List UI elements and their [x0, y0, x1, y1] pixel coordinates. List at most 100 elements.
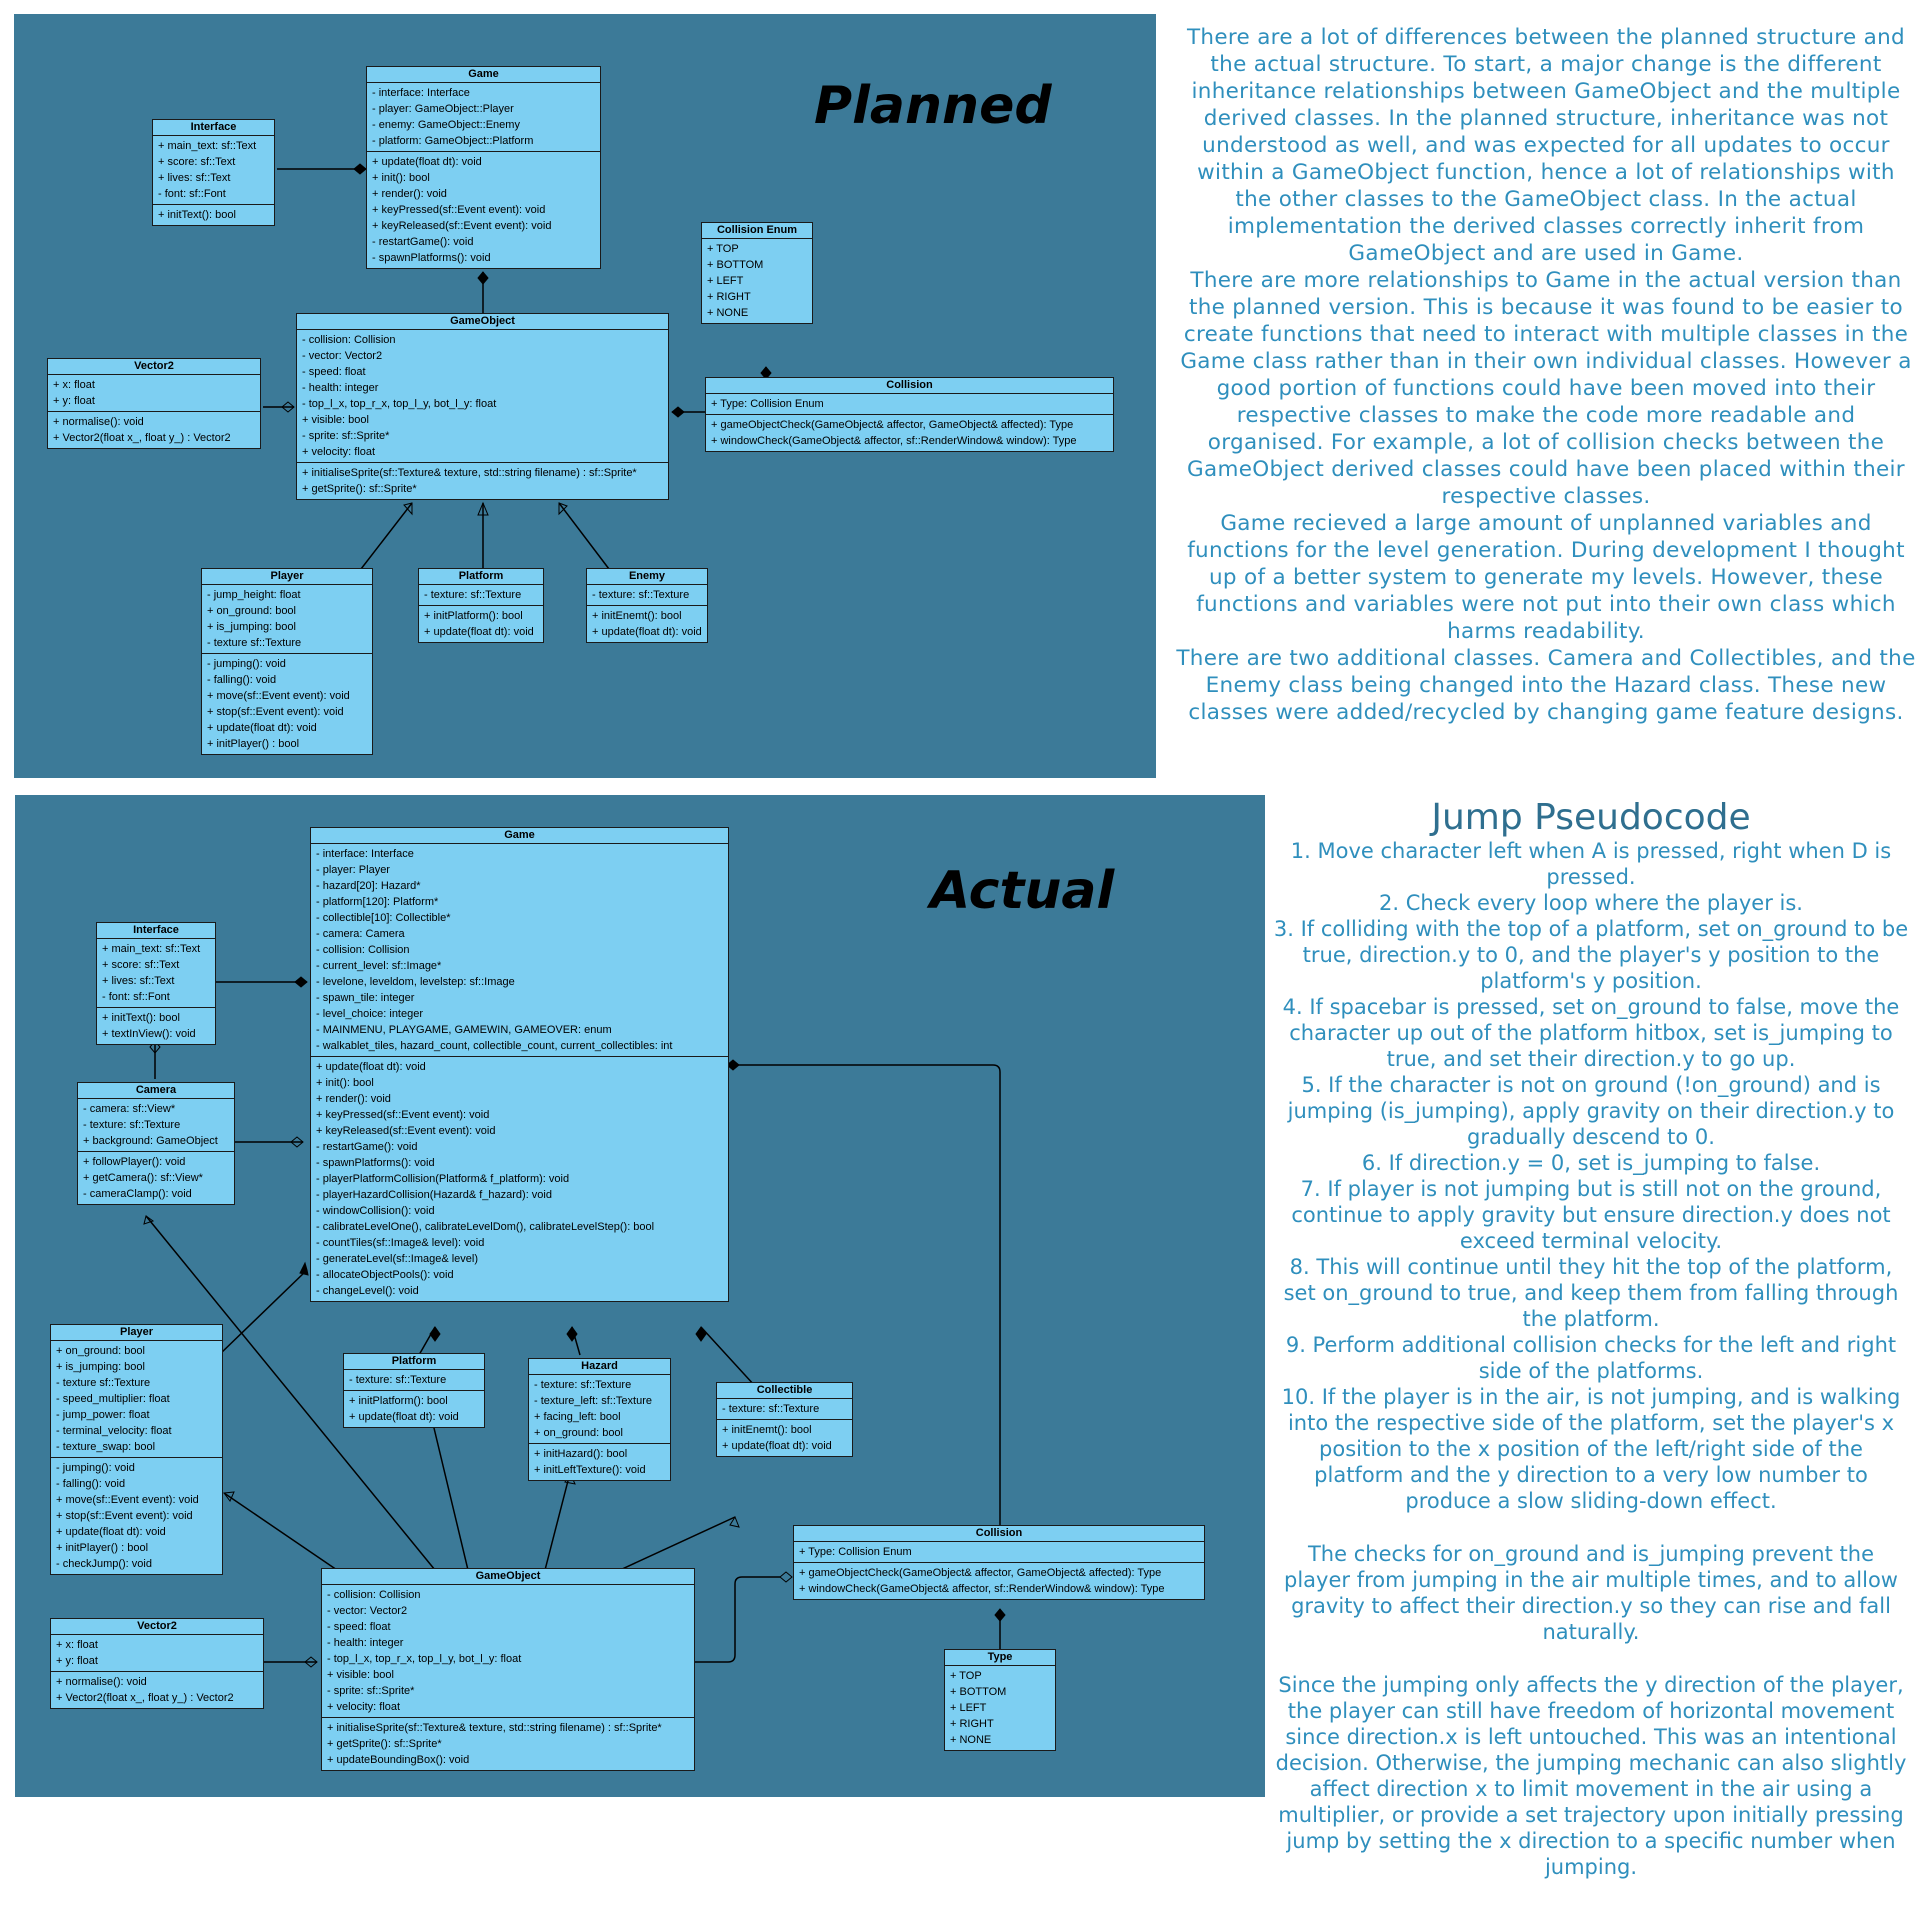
- class-operation: + initEnemt(): bool: [722, 1424, 812, 1436]
- class-attribute: + lives: sf::Text: [102, 975, 175, 987]
- class-attributes: + TOP+ BOTTOM+ LEFT+ RIGHT+ NONE: [945, 1666, 1055, 1750]
- actual-interface-class: Interface+ main_text: sf::Text+ score: s…: [96, 922, 216, 1045]
- class-operation: + update(float dt): void: [56, 1526, 166, 1538]
- class-attributes: - interface: Interface- player: Player- …: [311, 844, 728, 1056]
- class-attributes: + x: float+ y: float: [51, 1635, 263, 1671]
- jump-step: 3. If colliding with the top of a platfo…: [1273, 916, 1909, 993]
- class-attribute: - interface: Interface: [316, 848, 414, 860]
- class-operation: + update(float dt): void: [207, 722, 317, 734]
- class-attribute: - texture: sf::Texture: [592, 589, 690, 601]
- planned-vector2-class: Vector2+ x: float+ y: float+ normalise()…: [47, 358, 261, 449]
- class-title: Interface: [153, 120, 274, 136]
- class-title: Collision: [794, 1526, 1204, 1542]
- class-operation: - playerPlatformCollision(Platform& f_pl…: [316, 1173, 570, 1185]
- class-attribute: + visible: bool: [302, 414, 369, 426]
- class-attribute: - walkablet_tiles, hazard_count, collect…: [316, 1040, 673, 1052]
- class-attributes: - jump_height: float+ on_ground: bool+ i…: [202, 585, 372, 653]
- class-operation: - spawnPlatforms(): void: [316, 1157, 435, 1169]
- class-title: GameObject: [297, 314, 668, 330]
- class-operation: - falling(): void: [56, 1478, 126, 1490]
- jump-step: 6. If direction.y = 0, set is_jumping to…: [1361, 1150, 1821, 1175]
- class-attribute: + on_ground: bool: [207, 605, 296, 617]
- class-attributes: + on_ground: bool+ is_jumping: bool- tex…: [51, 1341, 222, 1457]
- class-attribute: - vector: Vector2: [302, 350, 383, 362]
- class-title: Game: [311, 828, 728, 844]
- class-operation: + getSprite(): sf::Sprite*: [302, 483, 417, 495]
- class-operation: + initPlatform(): bool: [349, 1395, 448, 1407]
- spacer: [1272, 1514, 1910, 1541]
- class-attribute: - collision: Collision: [316, 944, 410, 956]
- class-operation: + getSprite(): sf::Sprite*: [327, 1738, 442, 1750]
- class-attribute: - player: GameObject::Player: [372, 103, 514, 115]
- class-operation: + update(float dt): void: [722, 1440, 832, 1452]
- class-attribute: - texture_left: sf::Texture: [534, 1395, 652, 1407]
- class-attributes: + TOP+ BOTTOM+ LEFT+ RIGHT+ NONE: [702, 239, 812, 323]
- planned-collision-enum-class: Collision Enum+ TOP+ BOTTOM+ LEFT+ RIGHT…: [701, 222, 813, 324]
- class-operation: + gameObjectCheck(GameObject& affector, …: [711, 419, 1074, 431]
- actual-heading: Actual: [930, 861, 1115, 921]
- class-attribute: - speed_multiplier: float: [56, 1393, 170, 1405]
- class-attribute: - camera: sf::View*: [83, 1103, 176, 1115]
- class-title: Enemy: [587, 569, 707, 585]
- class-operations: + initPlatform(): bool+ update(float dt)…: [344, 1390, 484, 1427]
- class-title: Interface: [97, 923, 215, 939]
- class-attribute: + NONE: [950, 1734, 992, 1746]
- class-operation: + windowCheck(GameObject& affector, sf::…: [711, 435, 1077, 447]
- class-attribute: - texture sf::Texture: [56, 1377, 151, 1389]
- class-title: Platform: [344, 1354, 484, 1370]
- class-attributes: - camera: sf::View*- texture: sf::Textur…: [78, 1099, 234, 1151]
- class-operation: + windowCheck(GameObject& affector, sf::…: [799, 1583, 1165, 1595]
- class-operations: + initText(): bool: [153, 204, 274, 225]
- class-attributes: - texture: sf::Texture- texture_left: sf…: [529, 1375, 670, 1443]
- actual-camera-class: Camera- camera: sf::View*- texture: sf::…: [77, 1082, 235, 1205]
- class-operation: + gameObjectCheck(GameObject& affector, …: [799, 1567, 1162, 1579]
- class-operation: + Vector2(float x_, float y_) : Vector2: [56, 1692, 234, 1704]
- planned-gameobject-class: GameObject- collision: Collision- vector…: [296, 313, 669, 500]
- class-attribute: + x: float: [53, 379, 95, 391]
- class-operation: + update(float dt): void: [372, 156, 482, 168]
- actual-hazard-class: Hazard- texture: sf::Texture- texture_le…: [528, 1358, 671, 1481]
- class-attribute: + BOTTOM: [950, 1686, 1007, 1698]
- class-attributes: + Type: Collision Enum: [706, 394, 1113, 414]
- class-attribute: - levelone, leveldom, levelstep: sf::Ima…: [316, 976, 515, 988]
- class-attribute: - jump_power: float: [56, 1409, 150, 1421]
- class-attributes: - texture: sf::Texture: [587, 585, 707, 605]
- class-operation: - calibrateLevelOne(), calibrateLevelDom…: [316, 1221, 655, 1233]
- class-attribute: + LEFT: [707, 275, 744, 287]
- class-operation: - cameraClamp(): void: [83, 1188, 192, 1200]
- class-attribute: + NONE: [707, 307, 749, 319]
- class-attribute: + RIGHT: [707, 291, 751, 303]
- class-operations: - jumping(): void- falling(): void+ move…: [51, 1457, 222, 1574]
- class-operation: - changeLevel(): void: [316, 1285, 419, 1297]
- class-operation: + keyPressed(sf::Event event): void: [372, 204, 546, 216]
- planned-interface-class: Interface+ main_text: sf::Text+ score: s…: [152, 119, 275, 226]
- class-attribute: + velocity: float: [302, 446, 376, 458]
- jump-pseudocode: Jump Pseudocode 1. Move character left w…: [1272, 798, 1910, 1880]
- class-attribute: - enemy: GameObject::Enemy: [372, 119, 520, 131]
- class-attribute: - font: sf::Font: [102, 991, 170, 1003]
- spacer: [1272, 1645, 1910, 1672]
- jump-step: 2. Check every loop where the player is.: [1379, 890, 1803, 915]
- class-operation: + stop(sf::Event event): void: [56, 1510, 193, 1522]
- class-operation: + update(float dt): void: [592, 626, 702, 638]
- class-attribute: - texture: sf::Texture: [722, 1403, 820, 1415]
- class-attribute: - texture: sf::Texture: [534, 1379, 632, 1391]
- class-attributes: + main_text: sf::Text+ score: sf::Text+ …: [97, 939, 215, 1007]
- class-attribute: + visible: bool: [327, 1669, 394, 1681]
- class-attribute: + on_ground: bool: [534, 1427, 623, 1439]
- class-operation: - countTiles(sf::Image& level): void: [316, 1237, 485, 1249]
- class-attribute: + y: float: [53, 395, 95, 407]
- class-attribute: + is_jumping: bool: [207, 621, 296, 633]
- jump-pseudocode-title: Jump Pseudocode: [1431, 797, 1751, 838]
- class-attribute: - texture sf::Texture: [207, 637, 302, 649]
- class-attribute: - spawn_tile: integer: [316, 992, 415, 1004]
- class-title: Platform: [419, 569, 543, 585]
- class-attribute: - MAINMENU, PLAYGAME, GAMEWIN, GAMEOVER:…: [316, 1024, 612, 1036]
- class-operation: + initialiseSprite(sf::Texture& texture,…: [327, 1722, 662, 1734]
- planned-enemy-class: Enemy- texture: sf::Texture+ initEnemt()…: [586, 568, 708, 643]
- class-operation: + initPlatform(): bool: [424, 610, 523, 622]
- actual-diagram-panel: Actual Game- interface: Interface- playe…: [15, 795, 1265, 1797]
- class-operation: + render(): void: [316, 1093, 391, 1105]
- class-attribute: - sprite: sf::Sprite*: [327, 1685, 415, 1697]
- class-attributes: - texture: sf::Texture: [344, 1370, 484, 1390]
